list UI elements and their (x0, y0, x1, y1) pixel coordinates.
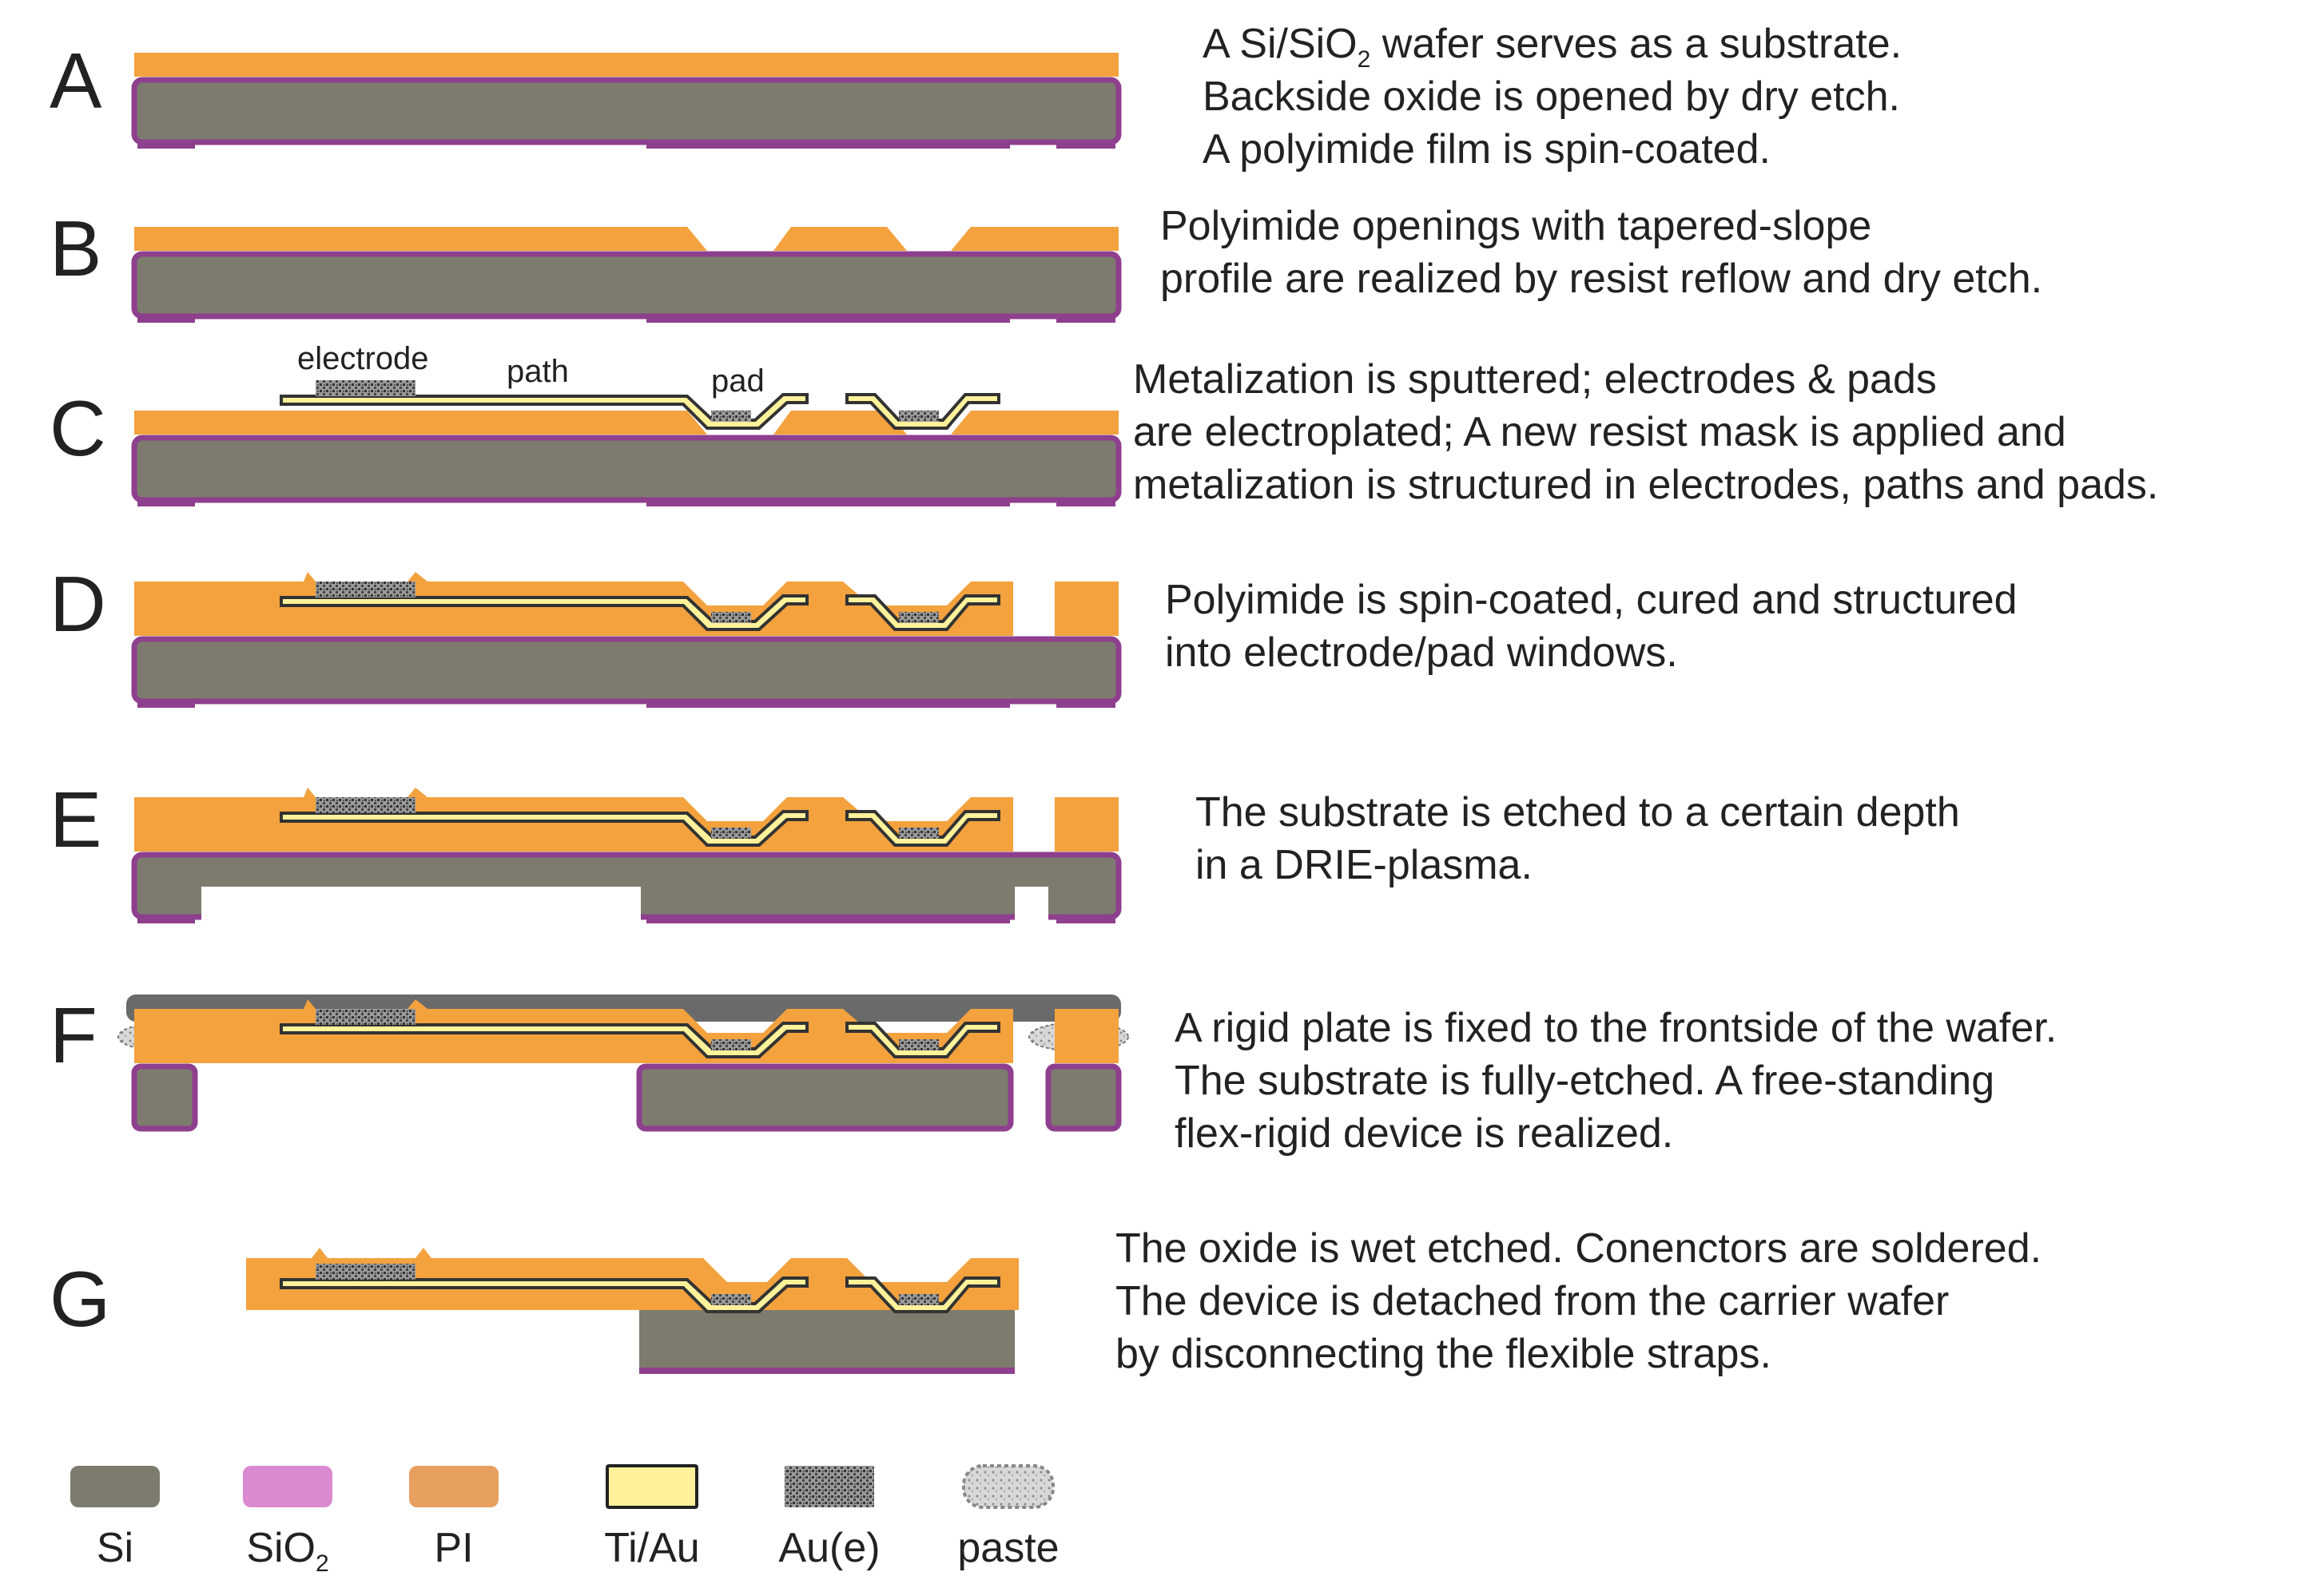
process-step-e (131, 788, 1122, 923)
caption-e-line-1: The substrate is etched to a certain dep… (1195, 789, 1960, 836)
electroplated-electrode (316, 1009, 415, 1025)
caption-g-line-2: The device is detached from the carrier … (1115, 1278, 1949, 1324)
legend-label-pi: PI (434, 1525, 473, 1571)
caption-d-line-1: Polyimide is spin-coated, cured and stru… (1165, 577, 2018, 623)
process-step-b (131, 227, 1122, 323)
annotation-path: path (507, 354, 569, 389)
legend-label-aue: Au(e) (778, 1525, 880, 1571)
process-step-d (131, 572, 1122, 708)
legend-item-paste: paste (957, 1464, 1060, 1571)
polyimide-encapsulation (1055, 582, 1119, 636)
silicon-substrate (131, 77, 1122, 145)
caption-e-line-2: in a DRIE-plasma. (1195, 842, 1533, 888)
legend-swatch-si (70, 1466, 160, 1507)
electroplated-electrode (316, 797, 415, 813)
electroplated-electrode (316, 582, 415, 598)
annotation-electrode: electrode (297, 341, 429, 376)
electroplated-pad (711, 612, 751, 623)
legend-label-si: Si (97, 1525, 133, 1571)
polyimide-encapsulation (1055, 1009, 1119, 1063)
caption-b-line-1: Polyimide openings with tapered-slope (1160, 203, 1871, 249)
caption-c-line-2: are electroplated; A new resist mask is … (1133, 409, 2066, 455)
electroplated-pad (711, 1294, 751, 1305)
step-letter-c: C (50, 384, 106, 472)
polyimide-with-openings (134, 411, 1119, 435)
legend-label-paste: paste (957, 1525, 1059, 1571)
silicon-island (636, 1063, 1014, 1132)
polyimide-layer (134, 53, 1119, 77)
silicon-island (1045, 1063, 1122, 1132)
caption-g-line-1: The oxide is wet etched. Conenctors are … (1115, 1225, 2042, 1272)
electroplated-pad (711, 1039, 751, 1050)
step-letter-f: F (50, 991, 97, 1079)
polyimide-encapsulation (1055, 797, 1119, 852)
legend-label-sio2: SiO2 (246, 1525, 328, 1577)
electroplated-pad (899, 612, 939, 623)
caption-d-line-2: into electrode/pad windows. (1165, 629, 1678, 676)
caption-a-line-1: A Si/SiO2 wafer serves as a substrate. (1203, 21, 1902, 73)
caption-f-line-1: A rigid plate is fixed to the frontside … (1175, 1005, 2057, 1051)
electroplated-pad (711, 828, 751, 839)
legend-item-aue: Au(e) (778, 1466, 881, 1571)
legend-swatch-aue (785, 1466, 874, 1507)
caption-a-line-2: Backside oxide is opened by dry etch. (1203, 73, 1900, 120)
caption-b-line-2: profile are realized by resist reflow an… (1160, 256, 2042, 302)
step-letter-b: B (50, 204, 101, 292)
caption-f-line-2: The substrate is fully-etched. A free-st… (1175, 1058, 1994, 1104)
step-letter-d: D (50, 560, 106, 648)
caption-a-line-3: A polyimide film is spin-coated. (1203, 126, 1771, 173)
legend-swatch-tiau (606, 1464, 698, 1509)
electroplated-pad (711, 411, 751, 422)
legend-item-pi: PI (409, 1466, 499, 1571)
electroplated-pad (899, 828, 939, 839)
legend-swatch-pi (409, 1466, 499, 1507)
silicon-substrate (131, 636, 1122, 705)
electroplated-pad (899, 1294, 939, 1305)
process-step-f (117, 995, 1129, 1132)
drie-cavity (201, 887, 641, 920)
step-letter-g: G (50, 1255, 110, 1343)
silicon-substrate (131, 435, 1122, 503)
electroplated-pad (899, 1039, 939, 1050)
caption-c-line-3: metalization is structured in electrodes… (1133, 462, 2158, 508)
caption-f-line-3: flex-rigid device is realized. (1175, 1110, 1673, 1157)
silicon-substrate (131, 251, 1122, 320)
step-letter-e: E (50, 776, 101, 864)
electroplated-electrode (316, 1264, 415, 1280)
legend-swatch-paste (962, 1464, 1055, 1509)
silicon-island (639, 1310, 1015, 1372)
electroplated-pad (899, 411, 939, 422)
process-step-a (131, 53, 1122, 149)
material-legend: Si SiO2 PI Ti/Au Au(e) paste (70, 1464, 1060, 1577)
polyimide-with-openings (134, 227, 1119, 251)
process-step-c (131, 380, 1122, 506)
legend-item-tiau: Ti/Au (604, 1464, 700, 1571)
process-cross-sections (117, 53, 1129, 1374)
caption-c-line-1: Metalization is sputtered; electrodes & … (1133, 356, 1937, 403)
electroplated-electrode (316, 380, 415, 396)
caption-g-line-3: by disconnecting the flexible straps. (1115, 1331, 1771, 1377)
legend-swatch-sio2 (243, 1466, 332, 1507)
legend-label-tiau: Ti/Au (604, 1525, 699, 1571)
legend-item-sio2: SiO2 (243, 1466, 332, 1577)
silicon-island (131, 1063, 198, 1132)
process-step-g (246, 1248, 1019, 1374)
drie-cavity (1015, 887, 1048, 920)
legend-item-si: Si (70, 1466, 160, 1571)
annotation-pad: pad (711, 363, 765, 399)
step-letter-a: A (50, 37, 102, 125)
